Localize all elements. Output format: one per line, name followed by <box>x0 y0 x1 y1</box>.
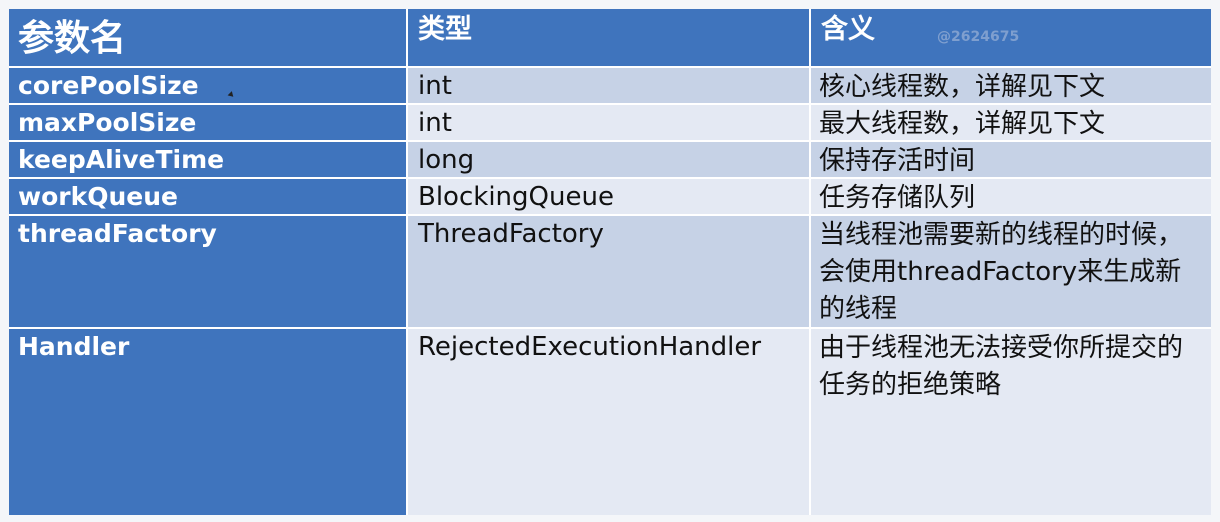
header-name-label: 参数名 <box>18 18 127 59</box>
param-name-cell: maxPoolSize <box>9 105 406 140</box>
param-meaning-cell: 核心线程数，详解见下文 <box>811 68 1211 103</box>
param-name: Handler <box>18 332 130 361</box>
header-cell-name: 参数名 <box>9 9 406 66</box>
param-type-cell: ThreadFactory <box>408 216 809 327</box>
param-type: ThreadFactory <box>418 219 604 249</box>
table-row: Handler RejectedExecutionHandler 由于线程池无法… <box>9 329 1211 515</box>
param-meaning-cell: 最大线程数，详解见下文 <box>811 105 1211 140</box>
param-meaning-cell: 保持存活时间 <box>811 142 1211 177</box>
param-meaning: 保持存活时间 <box>819 146 976 176</box>
header-type-label: 类型 <box>418 14 472 45</box>
param-type-cell: RejectedExecutionHandler <box>408 329 809 515</box>
parameter-table: 参数名 类型 含义 @2624675 corePoolSize int 核心线程… <box>9 9 1211 515</box>
param-meaning: 当线程池需要新的线程的时候，会使用threadFactory来生成新的线程 <box>819 220 1184 324</box>
param-meaning-cell: 任务存储队列 <box>811 179 1211 214</box>
param-name: corePoolSize <box>18 71 199 100</box>
param-name: threadFactory <box>18 219 217 248</box>
table-row: workQueue BlockingQueue 任务存储队列 <box>9 179 1211 214</box>
param-type: long <box>418 145 475 175</box>
param-name: workQueue <box>18 182 178 211</box>
param-type-cell: int <box>408 68 809 103</box>
header-cell-type: 类型 <box>408 9 809 66</box>
param-name: keepAliveTime <box>18 145 225 174</box>
table-row: threadFactory ThreadFactory 当线程池需要新的线程的时… <box>9 216 1211 327</box>
param-name-cell: corePoolSize <box>9 68 406 103</box>
param-type: BlockingQueue <box>418 182 614 212</box>
param-type-cell: BlockingQueue <box>408 179 809 214</box>
param-meaning: 核心线程数，详解见下文 <box>819 72 1106 102</box>
table-header-row: 参数名 类型 含义 <box>9 9 1211 66</box>
header-cell-meaning: 含义 <box>811 9 1211 66</box>
table-row: keepAliveTime long 保持存活时间 <box>9 142 1211 177</box>
param-name-cell: keepAliveTime <box>9 142 406 177</box>
param-type-cell: long <box>408 142 809 177</box>
param-type: RejectedExecutionHandler <box>418 332 762 362</box>
param-name: maxPoolSize <box>18 108 197 137</box>
table-row: corePoolSize int 核心线程数，详解见下文 <box>9 68 1211 103</box>
param-meaning: 任务存储队列 <box>819 183 976 213</box>
param-type-cell: int <box>408 105 809 140</box>
param-type: int <box>418 108 452 138</box>
param-name-cell: workQueue <box>9 179 406 214</box>
param-meaning-cell: 由于线程池无法接受你所提交的任务的拒绝策略 <box>811 329 1211 515</box>
table-row: maxPoolSize int 最大线程数，详解见下文 <box>9 105 1211 140</box>
param-meaning: 最大线程数，详解见下文 <box>819 109 1106 139</box>
param-meaning-cell: 当线程池需要新的线程的时候，会使用threadFactory来生成新的线程 <box>811 216 1211 327</box>
param-name-cell: Handler <box>9 329 406 515</box>
watermark-text: @2624675 <box>937 29 1020 45</box>
header-meaning-label: 含义 <box>821 14 875 45</box>
param-meaning: 由于线程池无法接受你所提交的任务的拒绝策略 <box>819 333 1184 400</box>
param-name-cell: threadFactory <box>9 216 406 327</box>
param-type: int <box>418 71 452 101</box>
